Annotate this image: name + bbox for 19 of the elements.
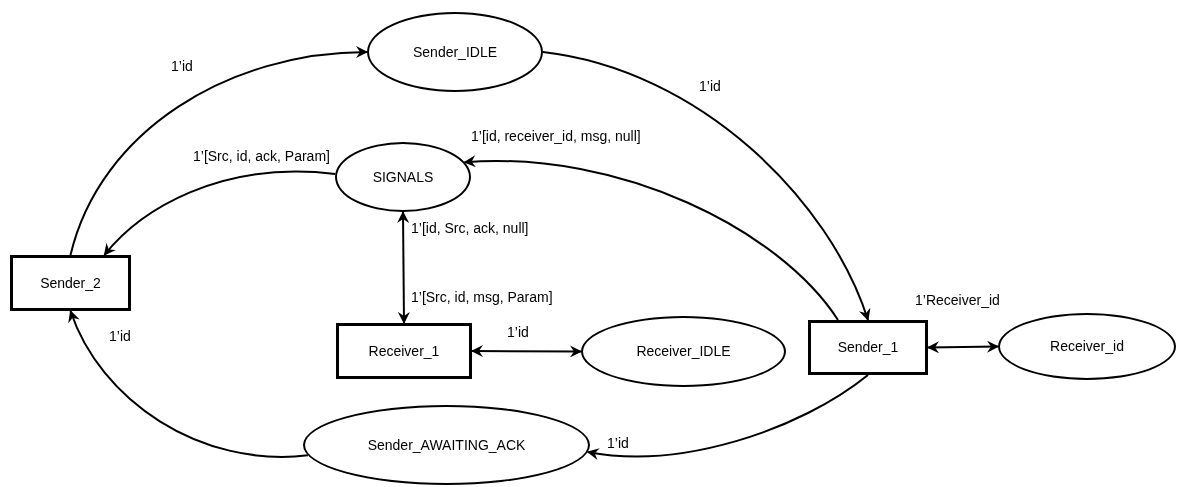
arc-arrow — [103, 170, 337, 256]
arc-arrow — [69, 46, 368, 256]
arc-arrow — [542, 51, 870, 321]
node-label: Receiver_IDLE — [636, 342, 731, 361]
node-label: Receiver_1 — [368, 341, 440, 361]
arc-arrow — [397, 211, 410, 324]
node-label: SIGNALS — [372, 167, 434, 187]
arc-arrow — [927, 340, 999, 354]
arc-arrow — [463, 155, 839, 321]
node-label: Sender_IDLE — [412, 42, 498, 62]
node-label: Receiver_id — [1050, 337, 1124, 356]
arc-arrow — [471, 345, 582, 358]
node-label: Sender_1 — [837, 338, 899, 357]
transition-box — [10, 255, 131, 311]
transition-box — [808, 320, 928, 375]
arc-arrow — [69, 310, 309, 458]
node-label: Sender_AWAITING_ACK — [367, 435, 526, 455]
node-label: Sender_2 — [40, 273, 101, 293]
transition-box — [336, 323, 472, 379]
